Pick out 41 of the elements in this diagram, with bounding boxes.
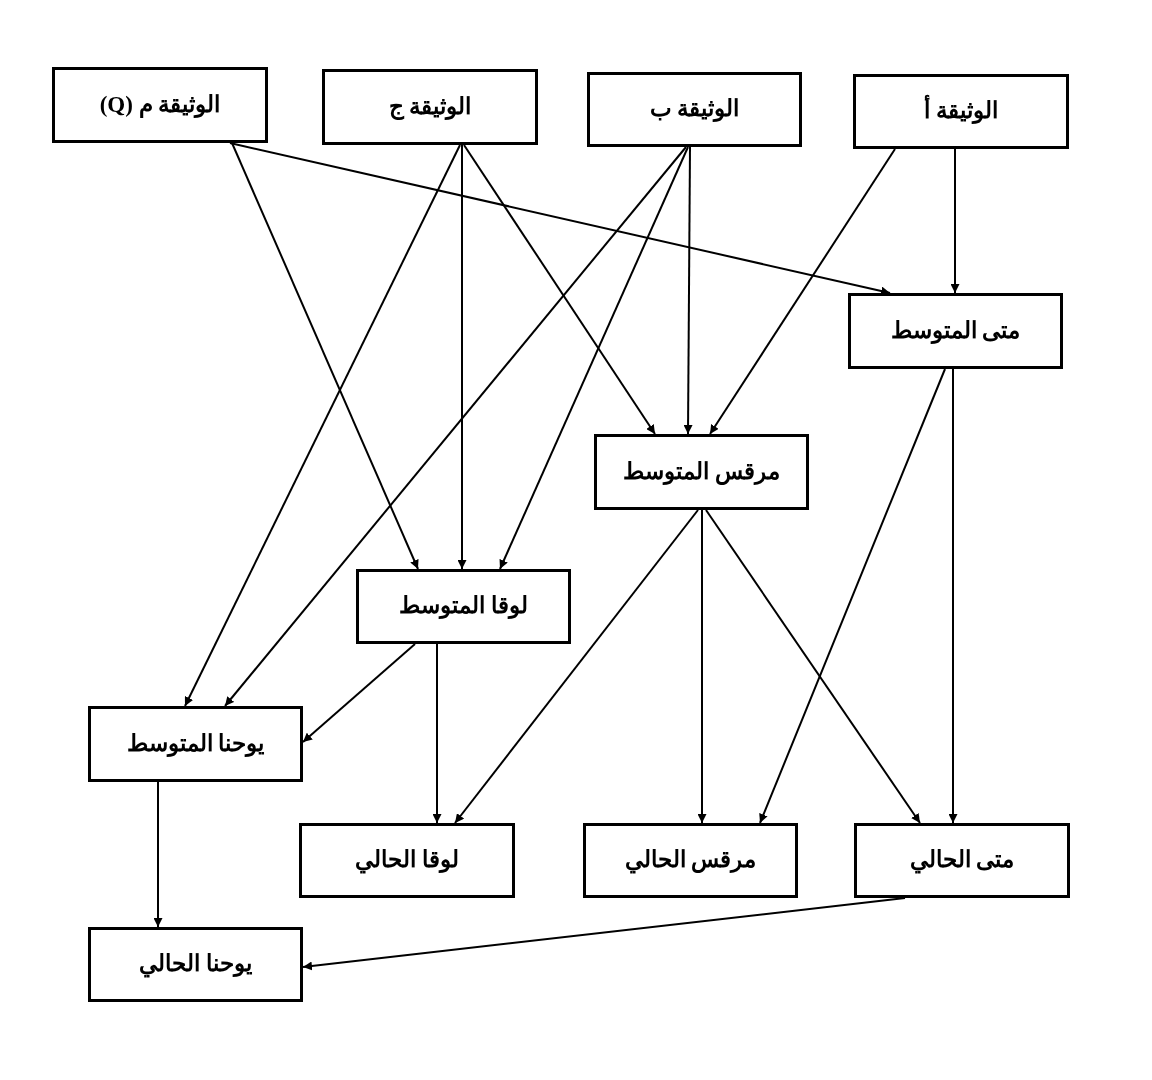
arrow bbox=[683, 146, 693, 435]
arrow bbox=[457, 144, 467, 570]
arrow bbox=[302, 643, 416, 743]
process-box bbox=[594, 434, 809, 510]
arrow bbox=[184, 144, 461, 707]
box-label: لوقا الحالي bbox=[355, 846, 459, 875]
arrow bbox=[153, 781, 163, 928]
process-box bbox=[88, 927, 303, 1002]
box-label: متى الحالي bbox=[909, 846, 1015, 875]
arrow bbox=[231, 142, 419, 570]
box-label: لوقا المتوسط bbox=[399, 592, 528, 621]
arrow bbox=[950, 148, 960, 294]
process-box bbox=[356, 569, 571, 644]
process-box bbox=[848, 293, 1063, 369]
arrow bbox=[454, 509, 699, 824]
arrow bbox=[697, 509, 707, 824]
arrow bbox=[705, 509, 921, 824]
arrow bbox=[432, 643, 442, 824]
process-box bbox=[299, 823, 515, 898]
process-box bbox=[88, 706, 303, 782]
process-box bbox=[52, 67, 268, 143]
process-box bbox=[853, 74, 1069, 149]
box-label: متى المتوسط bbox=[890, 316, 1021, 346]
box-label: يوحنا الحالي bbox=[139, 950, 252, 979]
box-label: الوثيقة ج bbox=[388, 92, 472, 122]
arrow bbox=[759, 368, 946, 824]
process-box bbox=[322, 69, 538, 145]
arrow bbox=[302, 897, 906, 971]
process-box bbox=[587, 72, 802, 147]
arrow bbox=[709, 148, 896, 435]
process-box bbox=[854, 823, 1070, 898]
process-box bbox=[583, 823, 798, 898]
box-label: مرقس الحالي bbox=[624, 846, 757, 875]
box-label: يوحنا المتوسط bbox=[126, 729, 265, 759]
arrow bbox=[463, 144, 656, 435]
arrow bbox=[224, 146, 687, 707]
arrow bbox=[499, 146, 689, 570]
arrow bbox=[948, 368, 958, 824]
box-label: الوثيقة ب bbox=[649, 95, 740, 124]
box-label: مرقس المتوسط bbox=[623, 457, 780, 487]
box-label: الوثيقة م (Q) bbox=[99, 90, 221, 120]
